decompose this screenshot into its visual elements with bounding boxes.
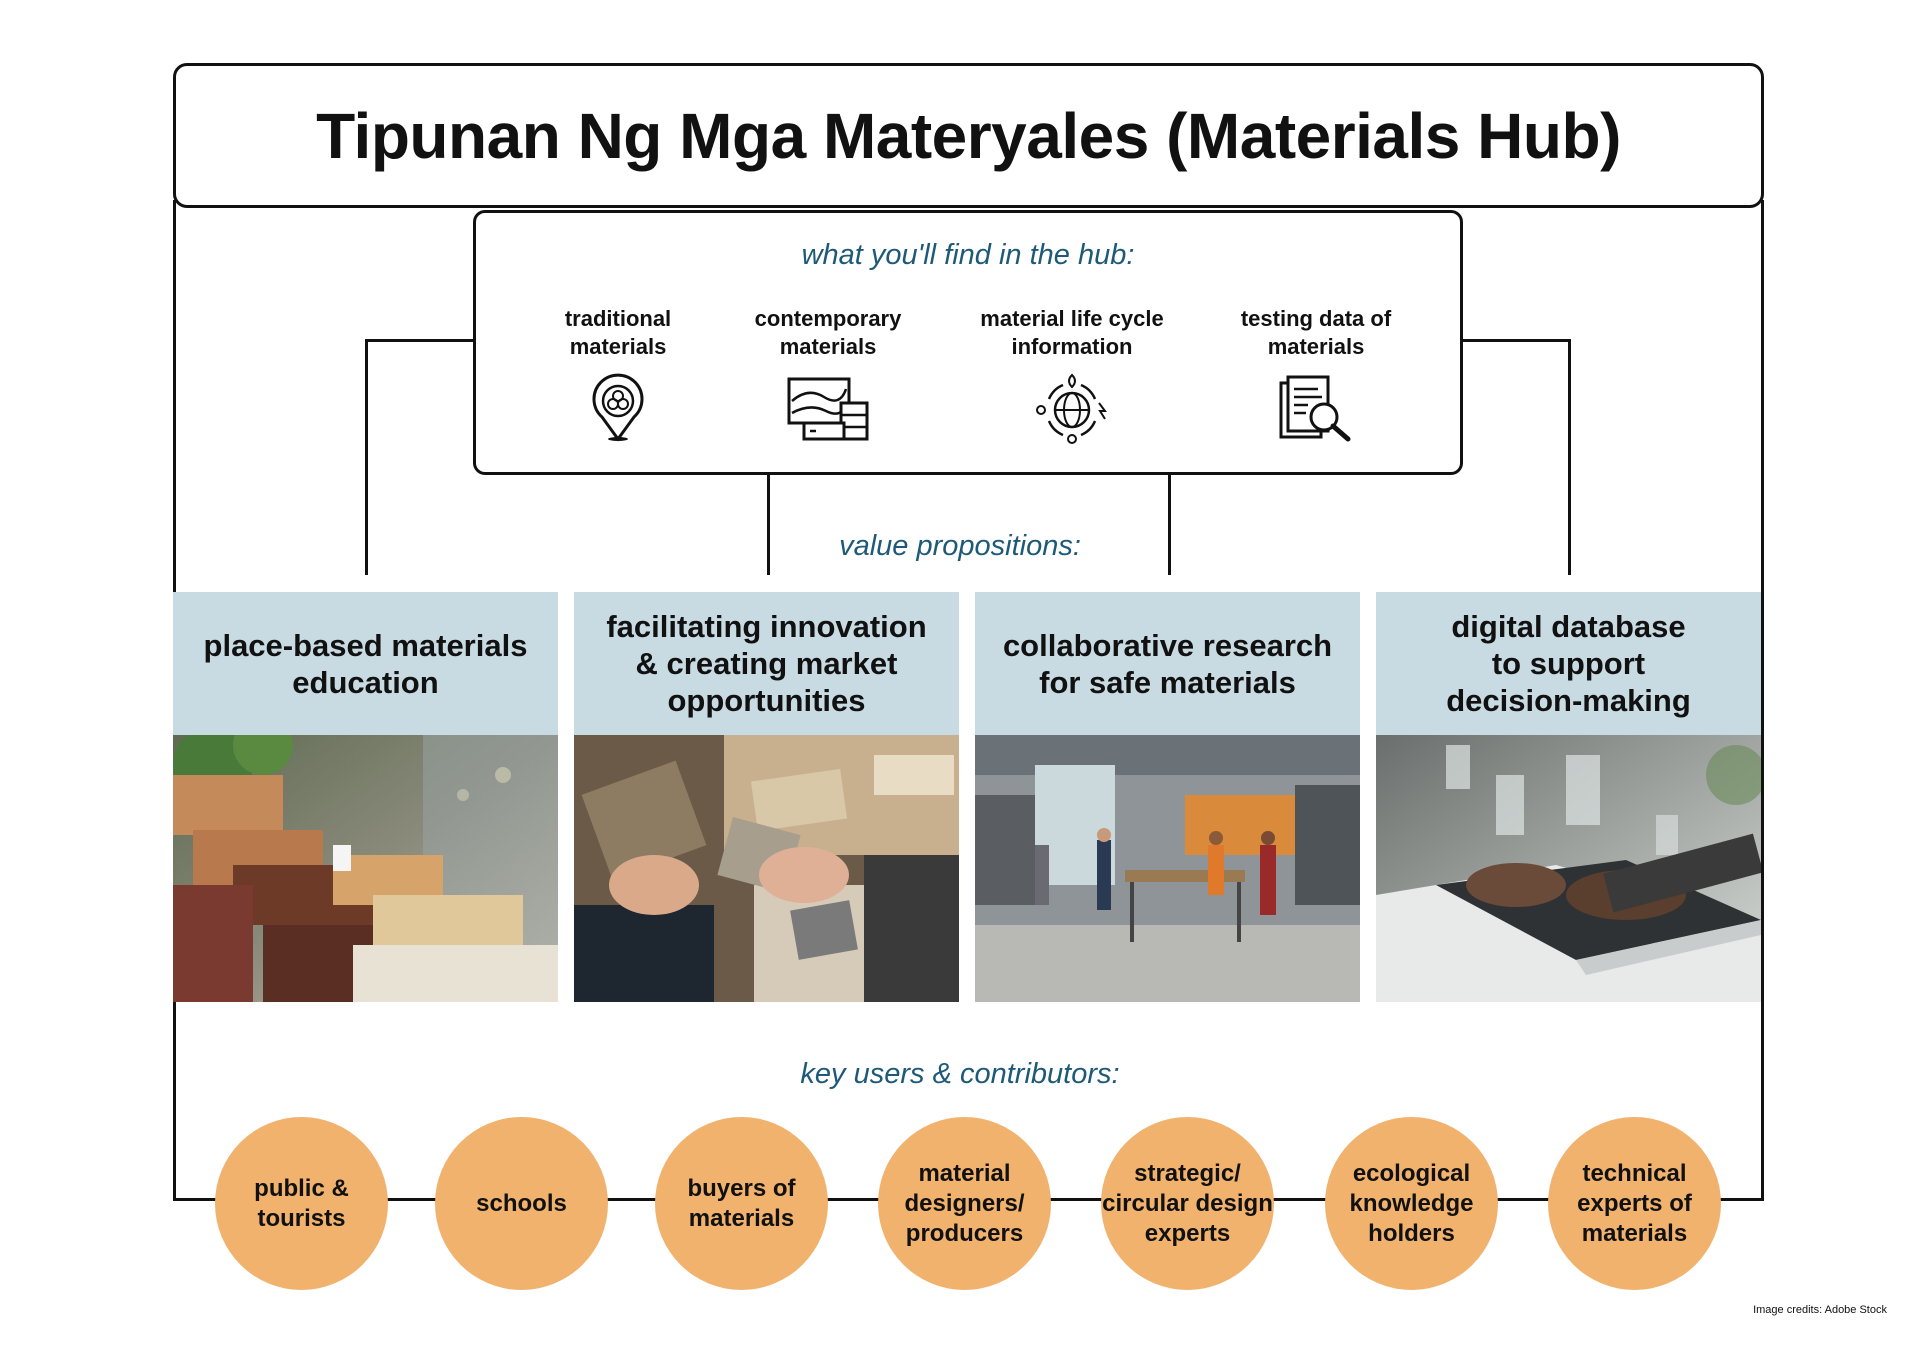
connector-mid-right-v xyxy=(1168,474,1171,575)
user-schools: schools xyxy=(435,1117,608,1290)
lab-workshop-photo xyxy=(975,735,1360,1002)
connector-mid-left-v xyxy=(767,474,770,575)
image-credits: Image credits: Adobe Stock xyxy=(1753,1304,1887,1316)
hub-contents-heading: what you'll find in the hub: xyxy=(801,239,1135,271)
value-proposition-title: facilitating innovation& creating market… xyxy=(574,592,959,735)
hands-samples-photo xyxy=(574,735,959,1002)
hub-contents-box: what you'll find in the hub: traditional… xyxy=(473,210,1463,475)
material-samples-icon xyxy=(787,377,869,441)
materials-display-photo xyxy=(173,735,558,1002)
key-users-heading: key users & contributors: xyxy=(800,1058,1120,1090)
connector-right-h xyxy=(1461,339,1571,342)
location-pin-icon xyxy=(592,373,644,442)
page-title: Tipunan Ng Mga Materyales (Materials Hub… xyxy=(316,99,1621,172)
connector-left-v xyxy=(365,339,368,575)
value-proposition-innovation-market: facilitating innovation& creating market… xyxy=(574,592,959,1002)
value-propositions-heading: value propositions: xyxy=(839,530,1081,562)
globe-cycle-icon xyxy=(1036,373,1107,444)
frame-right-line xyxy=(1761,200,1764,1200)
connector-left-h xyxy=(365,339,475,342)
user-public-tourists: public &tourists xyxy=(215,1117,388,1290)
laptop-typing-photo xyxy=(1376,735,1761,1002)
connector-right-v xyxy=(1568,339,1571,575)
document-search-icon xyxy=(1279,375,1351,442)
title-box: Tipunan Ng Mga Materyales (Materials Hub… xyxy=(173,63,1764,208)
